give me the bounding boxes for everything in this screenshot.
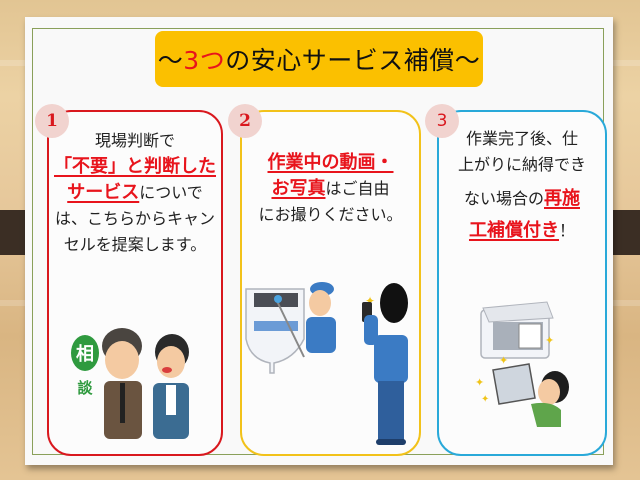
panel-3-text: 作業完了後、仕 上がりに納得でき ない場合の再施 工補償付き！	[439, 126, 605, 244]
panel-1-text: 現場判断で 「不要」と判断した サービスについで は、こちらからキャン セルを提…	[49, 128, 221, 258]
highlight-text: サービス	[67, 182, 140, 203]
text-line: についで	[139, 183, 203, 202]
poster-title: ～3つの安心サービス補償～	[155, 31, 483, 87]
title-rest: の安心サービス補償～	[225, 46, 481, 75]
svg-text:✦: ✦	[481, 394, 489, 405]
badge-1: 1	[35, 104, 69, 138]
poster: ～3つの安心サービス補償～ 1 現場判断で 「不要」と判断した サービスについで…	[25, 17, 613, 465]
badge-2: 2	[228, 104, 262, 138]
panel-1: 1 現場判断で 「不要」と判断した サービスについで は、こちらからキャン セル…	[35, 104, 223, 456]
text-line: ！	[558, 221, 575, 240]
aircon-cleaning-illustration: ✦	[245, 282, 408, 445]
highlight-text: 「不要」と判断した	[54, 156, 216, 177]
badge-3: 3	[425, 104, 459, 138]
svg-text:✦: ✦	[545, 334, 554, 347]
panel-2-text: 作業中の動画・ お写真はご自由 にお撮りください。	[242, 150, 419, 228]
text-line: 現場判断で	[94, 131, 175, 150]
text-line: はご自由	[325, 179, 390, 198]
stamp-top-char: 相	[76, 344, 94, 365]
highlight-text: 作業中の動画・	[267, 152, 394, 173]
aircon-filter-illustration: ✦ ✦ ✦ ✦	[475, 301, 569, 427]
title-prefix: ～	[157, 46, 184, 75]
stamp-circle	[71, 335, 99, 371]
svg-text:✦: ✦	[365, 294, 375, 308]
svg-text:✦: ✦	[475, 376, 484, 389]
text-line: ない場合の	[463, 189, 544, 208]
highlight-text: 工補償付き	[468, 220, 559, 241]
text-line: 上がりに納得でき	[457, 155, 586, 174]
highlight-text: 再施	[544, 188, 580, 209]
stamp-bottom-char: 談	[77, 379, 93, 397]
highlight-text: お写真	[271, 178, 326, 199]
text-line: は、こちらからキャン	[54, 209, 215, 228]
right-hanger	[608, 210, 640, 255]
panel-2: 2 作業中の動画・ お写真はご自由 にお撮りください。 ✦	[228, 104, 421, 456]
text-line: にお撮りください。	[258, 205, 403, 224]
text-line: セルを提案します。	[63, 235, 207, 254]
title-number: 3つ	[183, 46, 226, 75]
text-line: 作業完了後、仕	[465, 129, 578, 148]
svg-text:✦: ✦	[499, 354, 508, 367]
panel-3: 3 作業完了後、仕 上がりに納得でき ない場合の再施 工補償付き！ ✦ ✦ ✦ …	[425, 104, 607, 456]
consultation-illustration: 相 談	[71, 328, 189, 439]
